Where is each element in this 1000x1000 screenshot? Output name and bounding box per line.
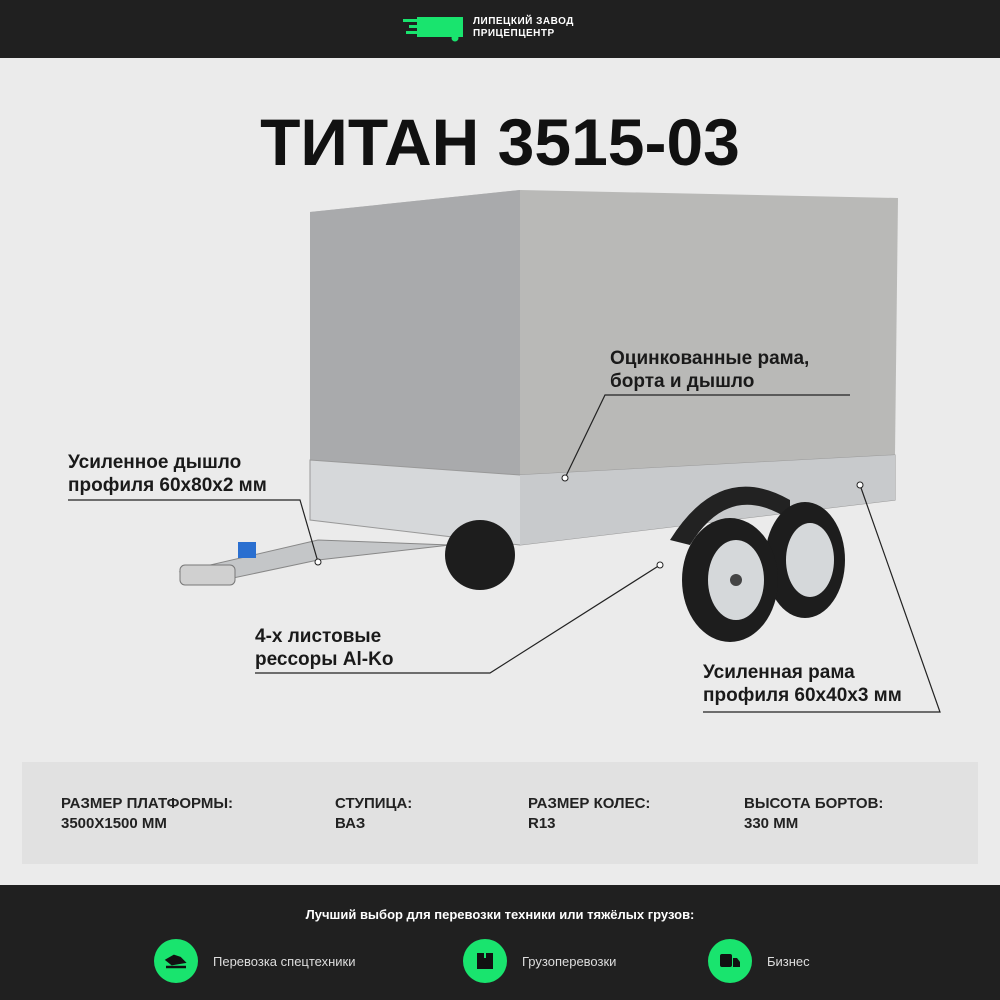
box-icon [463, 939, 507, 983]
callout-line: 4-х листовые [255, 626, 382, 647]
footer-title: Лучший выбор для перевозки техники или т… [305, 907, 695, 922]
spec-platform: РАЗМЕР ПЛАТФОРМЫ: 3500Х1500 ММ [61, 794, 233, 834]
callout-line: Усиленное дышло [68, 452, 242, 473]
spec-label: РАЗМЕР ПЛАТФОРМЫ: [61, 795, 234, 812]
spec-label: СТУПИЦА: [335, 795, 413, 812]
spec-wheels: РАЗМЕР КОЛЕС: R13 [528, 794, 650, 834]
feature-label: Грузоперевозки [522, 953, 617, 969]
spec-sides: ВЫСОТА БОРТОВ: 330 ММ [744, 794, 883, 834]
page-title: ТИТАН 3515-03 [260, 105, 740, 179]
callout-line: Оцинкованные рама, [610, 348, 810, 369]
spec-value: R13 [528, 815, 556, 832]
logo-line1: ЛИПЕЦКИЙ ЗАВОД [473, 16, 574, 27]
feature-cargo: Грузоперевозки [463, 939, 616, 983]
callout-line: рессоры Al-Ko [255, 649, 394, 670]
feature-special-equipment: Перевозка спецтехники [154, 939, 356, 983]
logo-line2: ПРИЦЕПЦЕНТР [473, 28, 555, 39]
snowmobile-icon [154, 939, 198, 983]
callout-line: Усиленная рама [703, 662, 855, 683]
trailer-logo-icon [403, 17, 463, 42]
callout-line: борта и дышло [610, 371, 755, 392]
trailer-image [68, 190, 941, 713]
feature-label: Бизнес [767, 953, 810, 969]
spec-value: 330 ММ [744, 815, 799, 832]
feature-business: Бизнес [708, 939, 810, 983]
specs-panel: РАЗМЕР ПЛАТФОРМЫ: 3500Х1500 ММ СТУПИЦА: ВА… [22, 762, 978, 864]
feature-label: Перевозка спецтехники [213, 953, 356, 969]
spec-hub: СТУПИЦА: ВАЗ [335, 794, 412, 834]
spec-label: РАЗМЕР КОЛЕС: [528, 795, 651, 812]
footer: Лучший выбор для перевозки техники или т… [0, 885, 1000, 1000]
callout-line: профиля 60х80х2 мм [68, 475, 267, 496]
spec-value: 3500Х1500 ММ [61, 815, 167, 832]
callout-galvanized: Оцинкованные рама,борта и дышло [610, 347, 809, 393]
spec-label: ВЫСОТА БОРТОВ: [744, 795, 884, 812]
truck-icon [708, 939, 752, 983]
callout-line: профиля 60х40х3 мм [703, 685, 902, 706]
spec-value: ВАЗ [335, 815, 366, 832]
